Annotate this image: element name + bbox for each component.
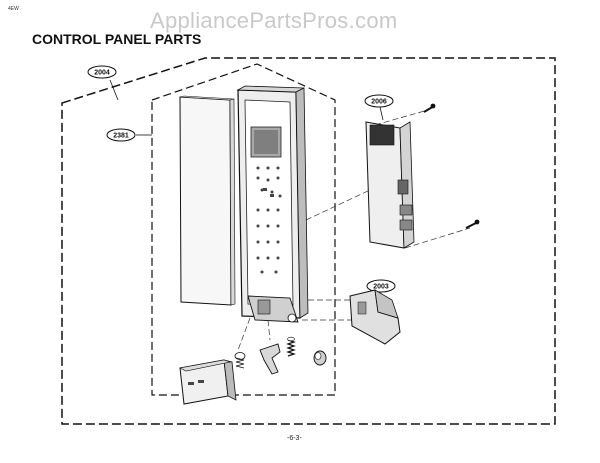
- assembly-boundary-2381: [151, 63, 336, 396]
- callout-2381: 2381: [106, 128, 136, 142]
- callout-2006-label: 2006: [371, 99, 387, 106]
- page-number: -6-3-: [287, 435, 302, 442]
- assembly-boundary-2004: [61, 57, 556, 425]
- keypad-buttons: [256, 166, 282, 274]
- connection-lines: [237, 109, 471, 351]
- control-panel-frame: [236, 85, 309, 323]
- diagram-title: CONTROL PANEL PARTS: [32, 31, 202, 47]
- callout-2006: 2006: [364, 94, 394, 108]
- callout-2004-label: 2004: [94, 70, 110, 77]
- door-spring: [234, 352, 246, 369]
- latch-hook: [259, 343, 281, 375]
- callout-2003: 2003: [366, 279, 396, 293]
- door-latch-lever: [349, 289, 401, 345]
- pcb-screw-bottom: [465, 219, 480, 229]
- display-window: [250, 126, 282, 158]
- release-coil-spring: [286, 336, 296, 357]
- round-knob: [313, 350, 327, 366]
- watermark: AppliancePartsPros.com: [150, 8, 398, 33]
- callout-2004: 2004: [87, 65, 117, 79]
- front-panel-sheet: [179, 95, 236, 306]
- callout-2381-label: 2381: [113, 133, 129, 140]
- door-open-button: [179, 359, 237, 405]
- model-tag: 4EW: [8, 6, 19, 12]
- pcb-screw-top: [423, 103, 436, 113]
- pcb-board: [365, 121, 415, 249]
- callout-2003-label: 2003: [373, 284, 389, 291]
